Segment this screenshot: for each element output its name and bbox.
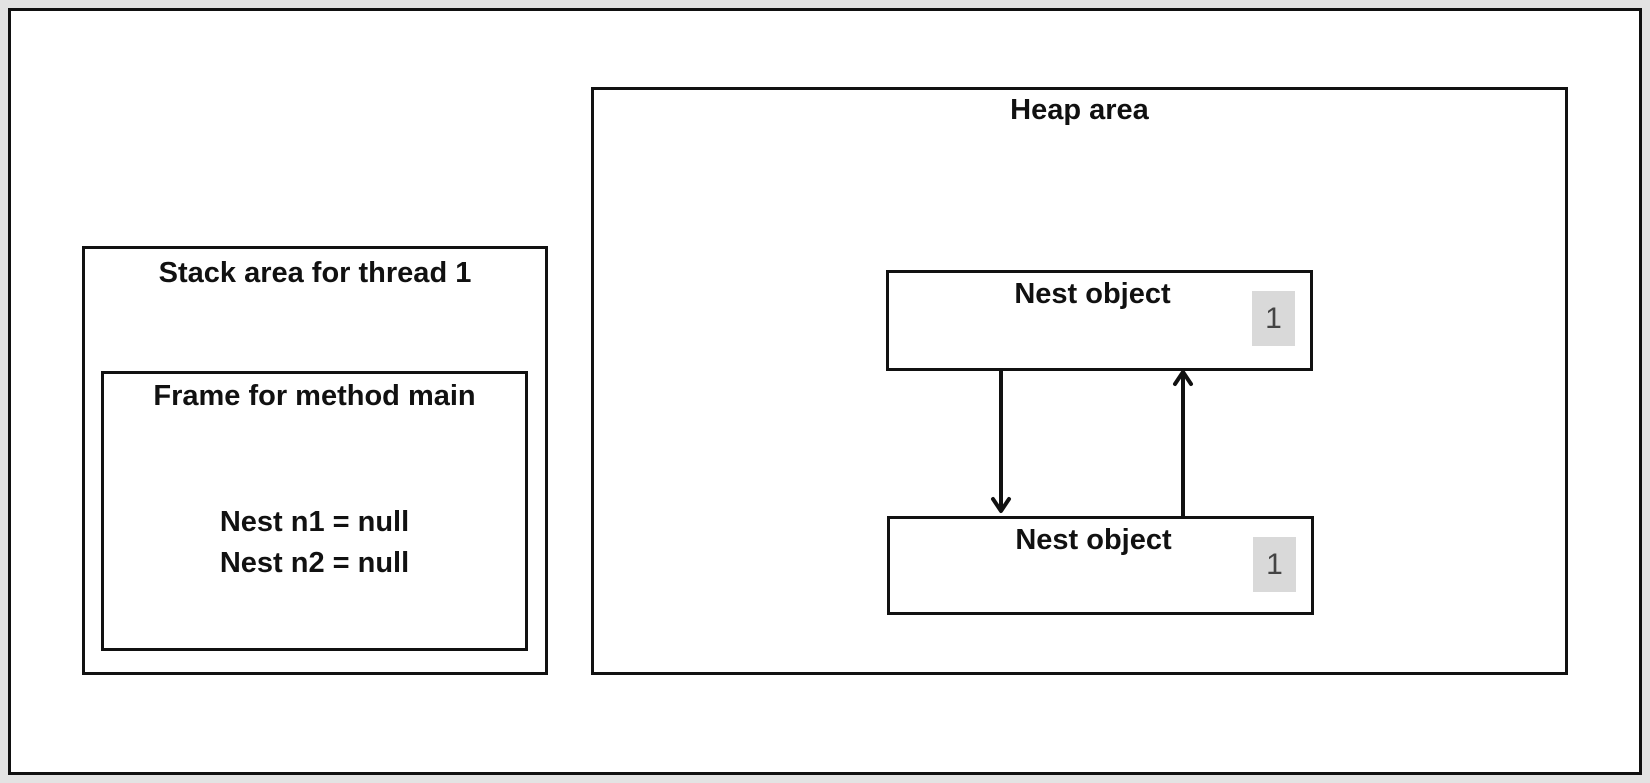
nest-object-bottom-label: Nest object <box>1015 524 1172 556</box>
method-frame-title: Frame for method main <box>153 380 476 412</box>
nest-object-top-ref-count: 1 <box>1252 291 1295 346</box>
variable-n1: Nest n1 = null <box>219 506 410 538</box>
nest-object-top: Nest object 1 <box>886 270 1313 371</box>
variable-n2: Nest n2 = null <box>219 547 410 579</box>
heap-area-title: Heap area <box>1010 94 1149 126</box>
frame-variables: Nest n1 = null Nest n2 = null <box>104 502 525 584</box>
diagram-border <box>8 8 1642 775</box>
method-frame-box: Frame for method main Nest n1 = null Nes… <box>101 371 528 651</box>
nest-object-bottom-ref-count: 1 <box>1253 537 1296 592</box>
nest-object-top-label: Nest object <box>1014 278 1171 310</box>
nest-object-bottom: Nest object 1 <box>887 516 1314 615</box>
stack-area-title: Stack area for thread 1 <box>158 257 472 289</box>
